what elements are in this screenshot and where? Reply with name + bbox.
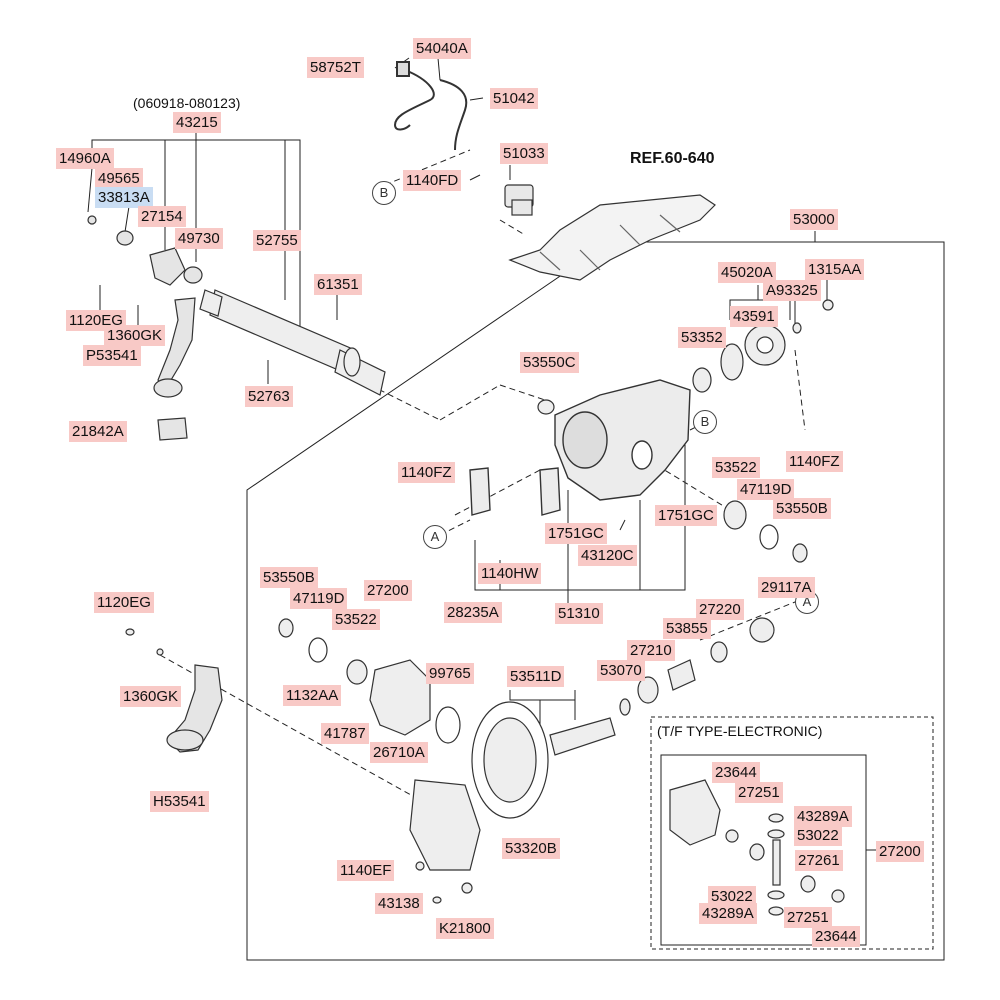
- part-label-1315AA[interactable]: 1315AA: [805, 259, 865, 280]
- part-label-43289A-a[interactable]: 43289A: [794, 806, 852, 827]
- part-label-K21800[interactable]: K21800: [436, 918, 494, 939]
- part-label-53022-b[interactable]: 53022: [708, 886, 756, 907]
- part-label-53000[interactable]: 53000: [790, 209, 838, 230]
- part-label-53522-right[interactable]: 53522: [712, 457, 760, 478]
- part-label-26710A[interactable]: 26710A: [370, 742, 428, 763]
- part-label-23644-a[interactable]: 23644: [712, 762, 760, 783]
- part-label-43591[interactable]: 43591: [730, 306, 778, 327]
- ref-label[interactable]: REF.60-640: [630, 150, 715, 167]
- part-label-49730[interactable]: 49730: [175, 228, 223, 249]
- part-label-1360GK-left[interactable]: 1360GK: [120, 686, 182, 707]
- part-label-27200-top[interactable]: 27200: [364, 580, 412, 601]
- part-label-33813A[interactable]: 33813A: [95, 187, 153, 208]
- part-label-51042[interactable]: 51042: [490, 88, 538, 109]
- part-label-53320B[interactable]: 53320B: [502, 838, 560, 859]
- tf-type-label: (T/F TYPE-ELECTRONIC): [657, 723, 823, 739]
- part-label-1360GK-top[interactable]: 1360GK: [104, 325, 166, 346]
- part-label-53550C[interactable]: 53550C: [520, 352, 579, 373]
- date-range-text: (060918-080123): [133, 95, 241, 111]
- part-label-52763[interactable]: 52763: [245, 386, 293, 407]
- part-label-43215[interactable]: 43215: [173, 112, 221, 133]
- part-label-28235A[interactable]: 28235A: [444, 602, 502, 623]
- part-label-21842A[interactable]: 21842A: [69, 421, 127, 442]
- part-label-14960A[interactable]: 14960A: [56, 148, 114, 169]
- part-label-P53541[interactable]: P53541: [83, 345, 141, 366]
- part-label-53855[interactable]: 53855: [663, 618, 711, 639]
- part-label-43138[interactable]: 43138: [375, 893, 423, 914]
- part-label-45020A[interactable]: 45020A: [718, 262, 776, 283]
- part-label-53522-left[interactable]: 53522: [332, 609, 380, 630]
- part-label-43289A-b[interactable]: 43289A: [699, 903, 757, 924]
- part-label-53070[interactable]: 53070: [597, 660, 645, 681]
- part-label-53550B-right[interactable]: 53550B: [773, 498, 831, 519]
- part-label-49565[interactable]: 49565: [95, 168, 143, 189]
- part-label-1751GC-a[interactable]: 1751GC: [545, 523, 607, 544]
- part-label-47119D-left[interactable]: 47119D: [290, 588, 348, 609]
- part-label-27154[interactable]: 27154: [138, 206, 186, 227]
- part-label-58752T[interactable]: 58752T: [307, 57, 364, 78]
- part-label-27210[interactable]: 27210: [627, 640, 675, 661]
- part-label-1140EF[interactable]: 1140EF: [337, 860, 395, 881]
- part-label-1140FZ-left[interactable]: 1140FZ: [398, 462, 455, 483]
- part-label-43120C[interactable]: 43120C: [578, 545, 637, 566]
- part-label-1120EG-left[interactable]: 1120EG: [94, 592, 154, 613]
- part-label-23644-b[interactable]: 23644: [812, 926, 860, 947]
- marker-b-right: B: [693, 410, 717, 434]
- part-label-27251-a[interactable]: 27251: [735, 782, 783, 803]
- part-label-51033[interactable]: 51033: [500, 143, 548, 164]
- part-label-53511D[interactable]: 53511D: [507, 666, 565, 687]
- part-label-99765[interactable]: 99765: [426, 663, 474, 684]
- part-label-53550B-left[interactable]: 53550B: [260, 567, 318, 588]
- part-label-47119D-right[interactable]: 47119D: [737, 479, 795, 500]
- part-label-53022-a[interactable]: 53022: [794, 825, 842, 846]
- part-label-A93325[interactable]: A93325: [763, 280, 821, 301]
- part-label-1132AA[interactable]: 1132AA: [283, 685, 342, 706]
- marker-a-left: A: [423, 525, 447, 549]
- part-label-1140FD[interactable]: 1140FD: [403, 170, 462, 191]
- part-label-61351[interactable]: 61351: [314, 274, 362, 295]
- part-label-27220[interactable]: 27220: [696, 599, 744, 620]
- part-label-54040A[interactable]: 54040A: [413, 38, 471, 59]
- part-label-51310[interactable]: 51310: [555, 603, 603, 624]
- part-label-53352[interactable]: 53352: [678, 327, 726, 348]
- part-label-27251-b[interactable]: 27251: [784, 907, 832, 928]
- part-label-27261[interactable]: 27261: [795, 850, 843, 871]
- part-label-52755[interactable]: 52755: [253, 230, 301, 251]
- part-label-29117A[interactable]: 29117A: [758, 577, 815, 598]
- part-label-1751GC-b[interactable]: 1751GC: [655, 505, 717, 526]
- marker-b-top: B: [372, 181, 396, 205]
- part-label-1140FZ-right[interactable]: 1140FZ: [786, 451, 843, 472]
- part-label-41787[interactable]: 41787: [321, 723, 369, 744]
- part-label-27200-box[interactable]: 27200: [876, 841, 924, 862]
- part-label-H53541[interactable]: H53541: [150, 791, 209, 812]
- part-label-1140HW[interactable]: 1140HW: [478, 563, 542, 584]
